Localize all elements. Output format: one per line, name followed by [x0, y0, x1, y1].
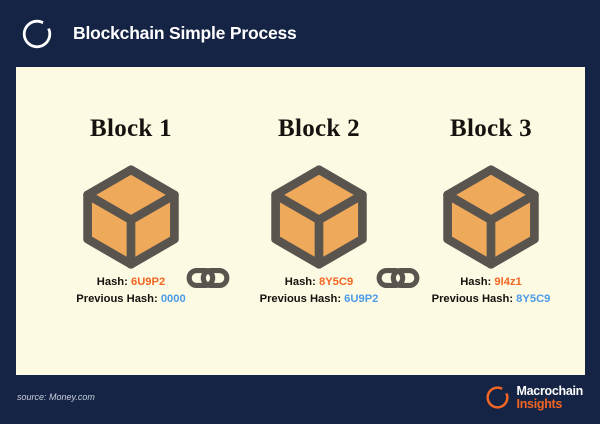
previous-hash-line: Previous Hash: 0000 [36, 291, 226, 308]
previous-hash-label: Previous Hash: [76, 293, 158, 305]
hash-value: 6U9P2 [130, 276, 166, 288]
cube-icon [224, 163, 414, 271]
cube-icon [396, 163, 586, 271]
brand-logo: Macrochain Insights [485, 385, 583, 410]
block-title: Block 1 [90, 115, 172, 142]
brand-name-secondary: Insights [516, 396, 563, 411]
brand-name-primary: Macrochain [516, 384, 584, 398]
previous-hash-value: 6U9P2 [344, 293, 379, 305]
diagram-panel: Block 1 Hash: 6U9P2 Previous Hash: [16, 67, 585, 375]
block-hash-info: Hash: 6U9P2 Previous Hash: 0000 [36, 274, 226, 308]
hash-label: Hash: [460, 276, 492, 288]
previous-hash-line: Previous Hash: 6U9P2 [224, 291, 414, 308]
block-group-2: Block 2 Hash: 8Y5C9 Previous Hash: [224, 67, 414, 375]
hash-label: Hash: [284, 276, 316, 288]
previous-hash-value: 8Y5C9 [516, 293, 551, 305]
previous-hash-label: Previous Hash: [259, 293, 342, 305]
hash-value: 8Y5C9 [318, 276, 354, 288]
hash-line: Hash: 8Y5C9 [224, 274, 414, 291]
hash-value: 9l4z1 [494, 276, 522, 288]
chain-link-icon [376, 263, 420, 293]
crescent-ring-icon [21, 18, 53, 50]
previous-hash-line: Previous Hash: 8Y5C9 [396, 291, 586, 308]
footer-bar: source: Money.com Macrochain Insights [0, 375, 600, 424]
hash-line: Hash: 9l4z1 [396, 274, 586, 291]
hash-line: Hash: 6U9P2 [36, 274, 226, 291]
cube-icon [36, 163, 226, 271]
hash-label: Hash: [96, 276, 128, 288]
block-group-1: Block 1 Hash: 6U9P2 Previous Hash: [36, 67, 226, 375]
block-title: Block 3 [450, 115, 532, 142]
previous-hash-value: 0000 [160, 293, 186, 305]
previous-hash-label: Previous Hash: [431, 293, 514, 305]
block-group-3: Block 3 Hash: 9l4z1 Previous Hash: [396, 67, 586, 375]
chain-link-icon [186, 263, 230, 293]
block-hash-info: Hash: 8Y5C9 Previous Hash: 6U9P2 [224, 274, 414, 308]
block-hash-info: Hash: 9l4z1 Previous Hash: 8Y5C9 [396, 274, 586, 308]
block-title: Block 2 [278, 115, 360, 142]
source-note: source: Money.com [17, 392, 95, 402]
crescent-ring-icon [485, 385, 510, 410]
page-title: Blockchain Simple Process [73, 23, 297, 43]
brand-wordmark: Macrochain Insights [516, 384, 584, 411]
header-bar: Blockchain Simple Process [0, 0, 600, 67]
